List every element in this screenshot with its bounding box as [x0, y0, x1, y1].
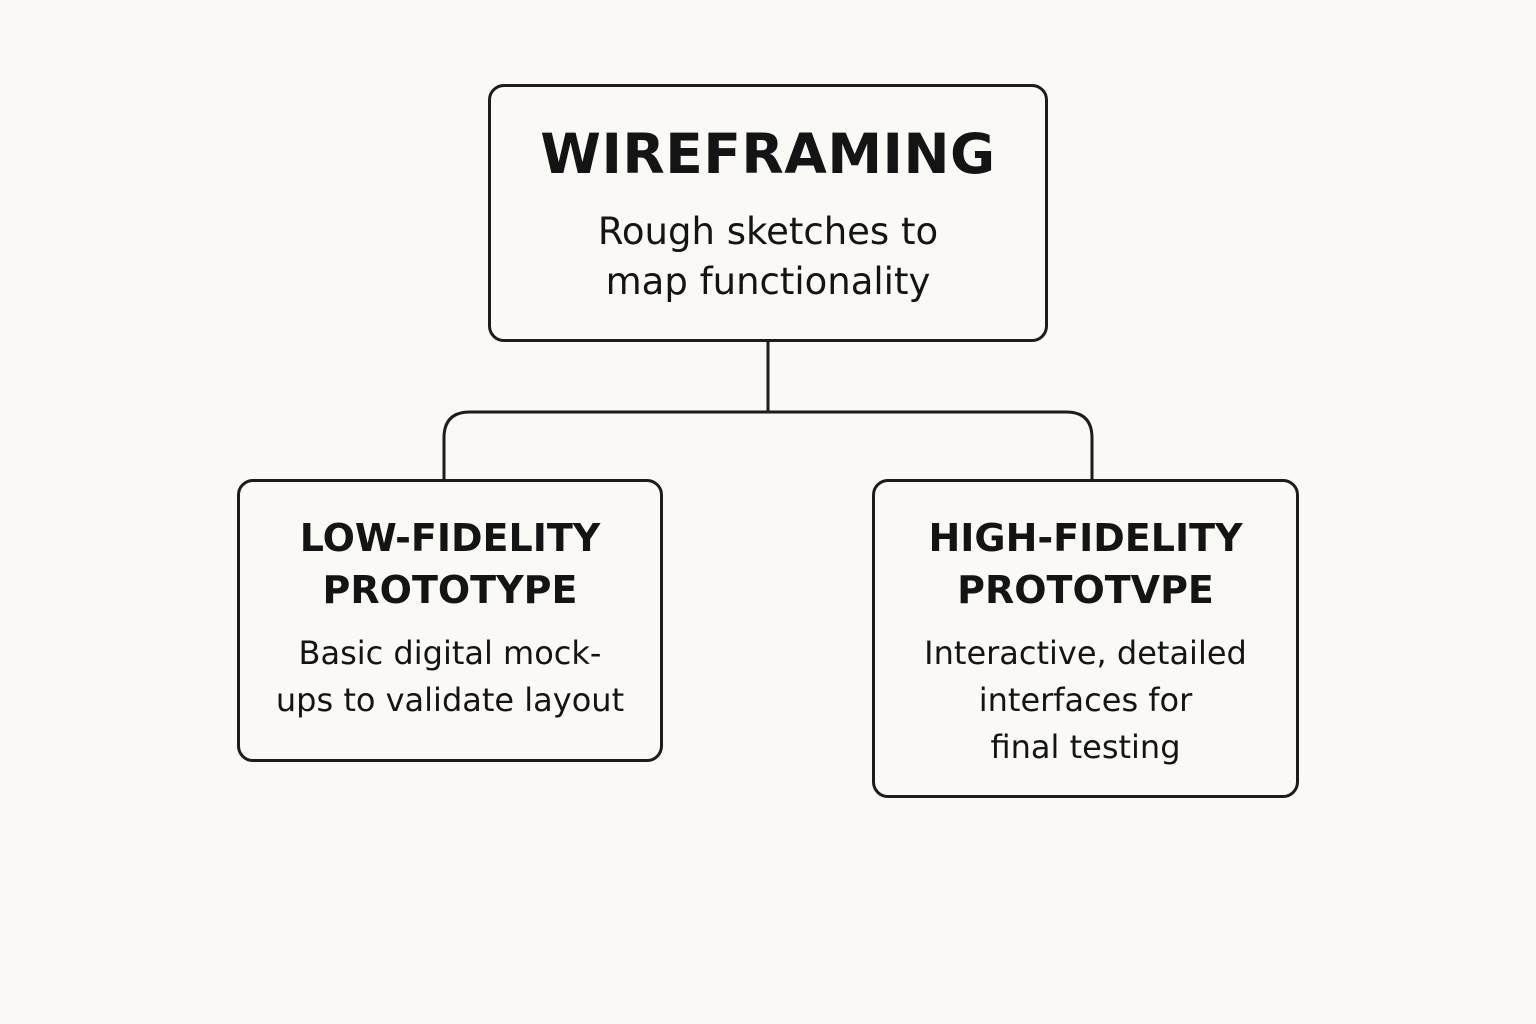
branch-connector — [442, 410, 1094, 479]
low-fidelity-node: LOW-FIDELITY PROTOTYPE Basic digital moc… — [237, 479, 663, 762]
high-fidelity-description: Interactive, detailed interfaces for fin… — [924, 634, 1247, 766]
low-fidelity-description: Basic digital mock- ups to validate layo… — [275, 634, 625, 719]
wireframing-node: WIREFRAMING Rough sketches to map functi… — [488, 84, 1048, 342]
low-fidelity-title: LOW-FIDELITY PROTOTYPE — [299, 516, 601, 612]
high-fidelity-title: HIGH-FIDELITY PROTOTVPE — [928, 516, 1243, 612]
wireframing-description: Rough sketches to map functionality — [597, 210, 939, 303]
wireframing-title: WIREFRAMING — [540, 122, 996, 186]
high-fidelity-node: HIGH-FIDELITY PROTOTVPE Interactive, det… — [872, 479, 1299, 798]
